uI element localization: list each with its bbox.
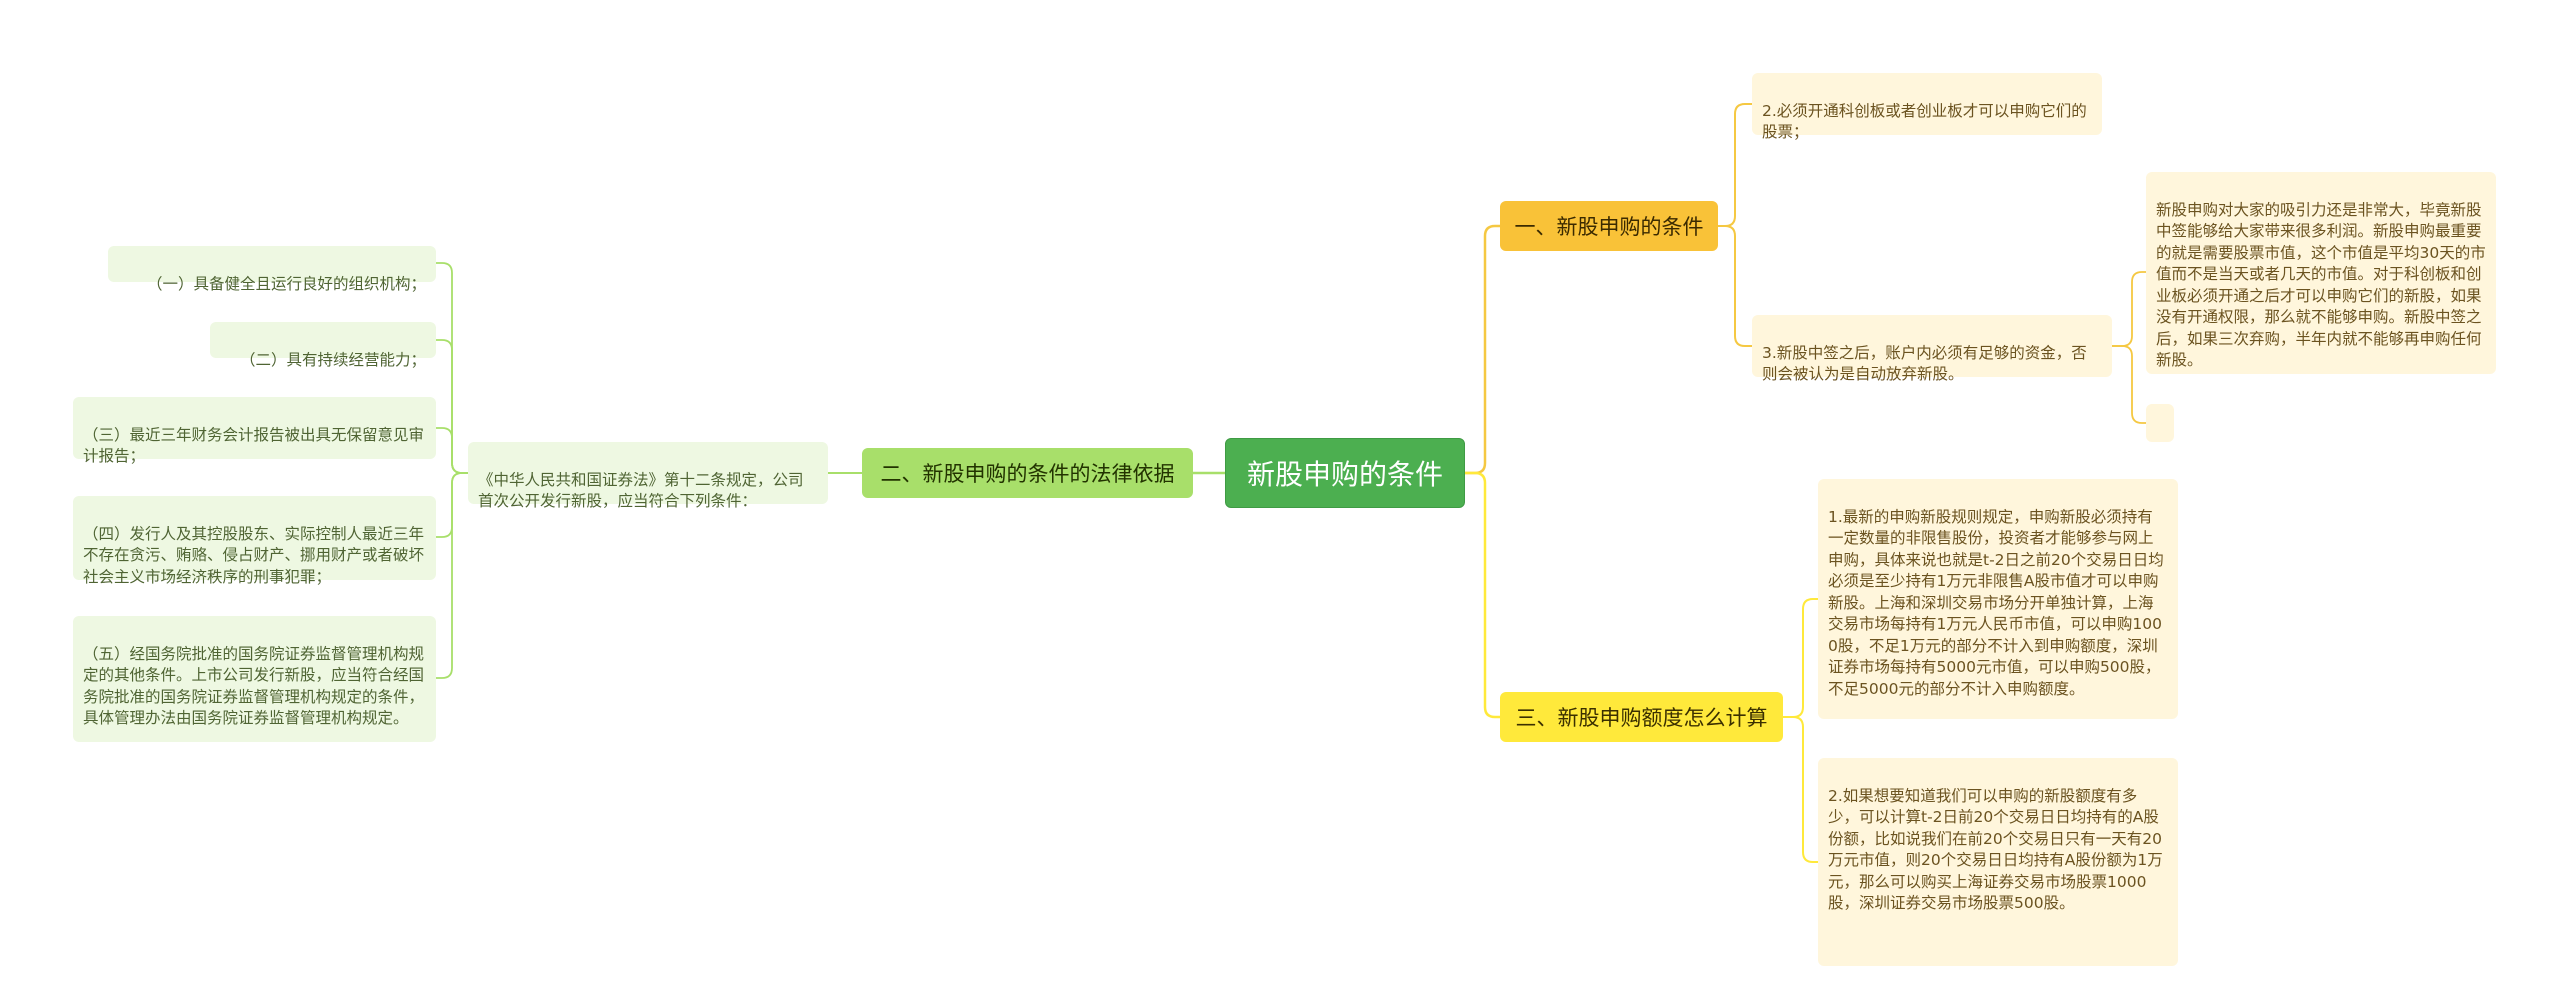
branch-conditions-label: 一、新股申购的条件: [1514, 215, 1704, 239]
branch1-item-3[interactable]: 3.新股中签之后，账户内必须有足够的资金，否则会被认为是自动放弃新股。: [1752, 315, 2112, 383]
link-root-branch1: [1465, 224, 1500, 475]
branch1-item-3-note-text: 新股申购对大家的吸引力还是非常大，毕竟新股中签能够给大家带来很多利润。新股申购最…: [2156, 200, 2486, 370]
branch-legal-basis[interactable]: 二、新股申购的条件的法律依据: [862, 448, 1193, 498]
link-branch1-item2: [1718, 103, 1752, 227]
link-root-branch3: [1465, 471, 1500, 719]
condition-2[interactable]: （二）具有持续经营能力；: [210, 322, 436, 369]
branch-conditions[interactable]: 一、新股申购的条件: [1500, 201, 1718, 251]
condition-4-text: （四）发行人及其控股股东、实际控制人最近三年不存在贪污、贿赂、侵占财产、挪用财产…: [83, 524, 425, 586]
condition-2-text: （二）具有持续经营能力；: [239, 350, 426, 369]
branch3-item-2[interactable]: 2.如果想要知道我们可以申购的新股额度有多少，可以计算t-2日前20个交易日日均…: [1818, 758, 2178, 966]
branch1-item-3-note[interactable]: 新股申购对大家的吸引力还是非常大，毕竟新股中签能够给大家带来很多利润。新股申购最…: [2146, 172, 2496, 374]
branch1-item-2-text: 2.必须开通科创板或者创业板才可以申购它们的股票；: [1762, 101, 2087, 142]
root-topic-label: 新股申购的条件: [1246, 458, 1443, 491]
link-branch3-item2: [1783, 716, 1818, 863]
link-law-cond3: [436, 427, 468, 474]
branch-quota-label: 三、新股申购额度怎么计算: [1515, 706, 1768, 730]
link-branch1-item3: [1718, 225, 1752, 347]
branch-quota[interactable]: 三、新股申购额度怎么计算: [1500, 692, 1783, 742]
law-article[interactable]: 《中华人民共和国证券法》第十二条规定，公司首次公开发行新股，应当符合下列条件：: [468, 442, 828, 510]
root-topic[interactable]: 新股申购的条件: [1225, 438, 1465, 508]
branch3-item-1[interactable]: 1.最新的申购新股规则规定，申购新股必须持有一定数量的非限售股份，投资者才能够参…: [1818, 479, 2178, 719]
link-item3-empty: [2112, 345, 2146, 424]
branch1-item-3-text: 3.新股中签之后，账户内必须有足够的资金，否则会被认为是自动放弃新股。: [1762, 343, 2087, 384]
condition-4[interactable]: （四）发行人及其控股股东、实际控制人最近三年不存在贪污、贿赂、侵占财产、挪用财产…: [73, 496, 436, 586]
branch1-item-3-empty[interactable]: [2146, 404, 2174, 442]
condition-1-text: （一）具备健全且运行良好的组织机构；: [146, 274, 426, 293]
law-article-text: 《中华人民共和国证券法》第十二条规定，公司首次公开发行新股，应当符合下列条件：: [478, 470, 804, 511]
condition-5-text: （五）经国务院批准的国务院证券监督管理机构规定的其他条件。上市公司发行新股，应当…: [83, 644, 425, 728]
branch-legal-basis-label: 二、新股申购的条件的法律依据: [880, 462, 1175, 486]
condition-5[interactable]: （五）经国务院批准的国务院证券监督管理机构规定的其他条件。上市公司发行新股，应当…: [73, 616, 436, 742]
condition-3[interactable]: （三）最近三年财务会计报告被出具无保留意见审计报告；: [73, 397, 436, 465]
branch3-item-1-text: 1.最新的申购新股规则规定，申购新股必须持有一定数量的非限售股份，投资者才能够参…: [1828, 507, 2164, 698]
link-item3-note: [2112, 271, 2146, 347]
branch1-item-2[interactable]: 2.必须开通科创板或者创业板才可以申购它们的股票；: [1752, 73, 2102, 141]
link-branch3-item1: [1783, 598, 1818, 718]
condition-1[interactable]: （一）具备健全且运行良好的组织机构；: [108, 246, 436, 293]
branch3-item-2-text: 2.如果想要知道我们可以申购的新股额度有多少，可以计算t-2日前20个交易日日均…: [1828, 786, 2163, 913]
condition-3-text: （三）最近三年财务会计报告被出具无保留意见审计报告；: [83, 425, 425, 466]
link-law-cond5: [436, 472, 468, 679]
